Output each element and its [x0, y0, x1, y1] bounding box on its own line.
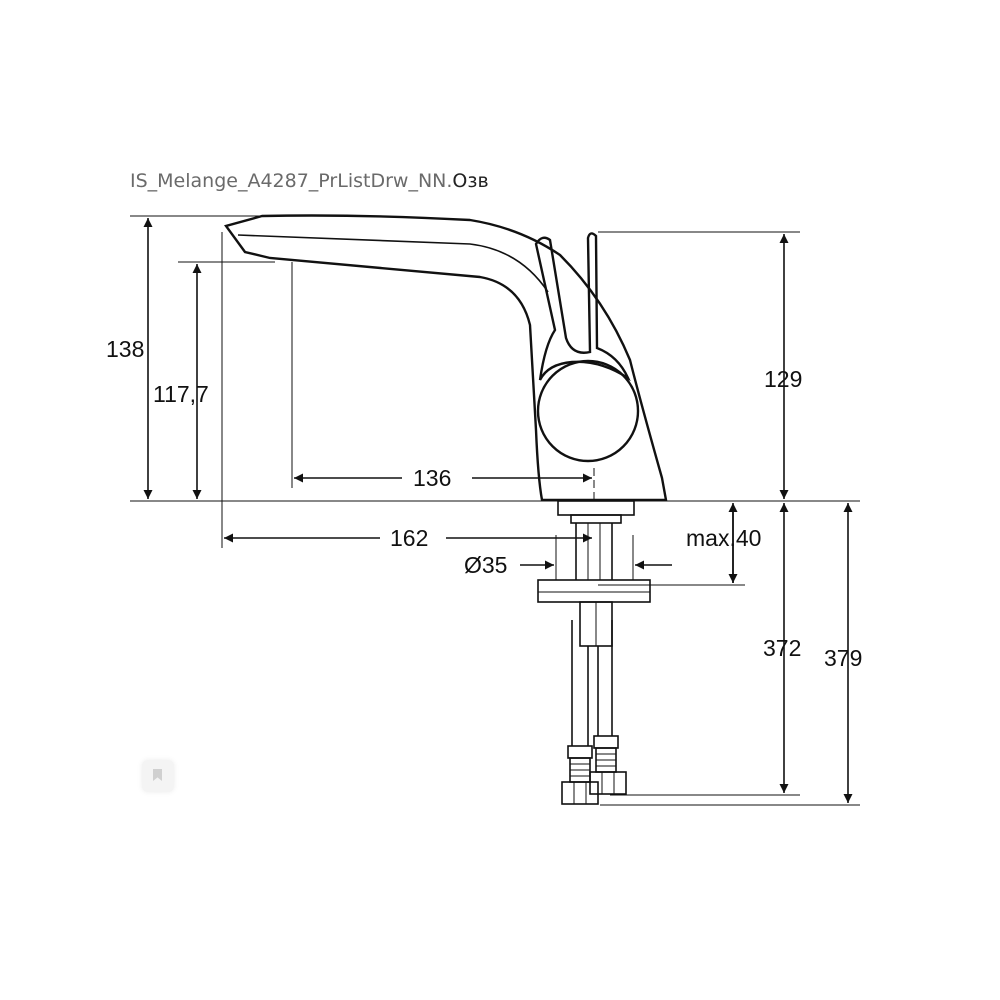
bookmark-icon	[153, 769, 162, 781]
dim-spout-projection: 136	[413, 465, 451, 491]
mounting-hardware	[537, 500, 651, 647]
supply-hoses	[561, 620, 627, 805]
bookmark-button[interactable]	[142, 760, 174, 792]
cartridge-circle	[536, 359, 640, 463]
dim-hole-diameter: Ø35	[464, 552, 507, 578]
dim-total-depth: 162	[390, 525, 428, 551]
dim-max-deck: max.40	[686, 525, 761, 551]
faucet-body	[224, 214, 668, 502]
dim-hose-length: 372	[763, 635, 801, 661]
drawing-filename: IS_Melange_A4287_PrListDrw_NN.Озв	[130, 170, 489, 192]
dimension-lines	[143, 218, 853, 803]
filename-main: IS_Melange_A4287_PrListDrw_NN.	[130, 170, 453, 192]
extension-lines	[130, 215, 860, 806]
dim-total-below: 379	[824, 645, 862, 671]
filename-suffix: Озв	[452, 170, 489, 192]
dim-lever-height: 129	[764, 366, 802, 392]
faucet-lever	[534, 232, 631, 382]
dim-total-height: 138	[106, 336, 144, 362]
dim-spout-height: 117,7	[153, 381, 209, 407]
